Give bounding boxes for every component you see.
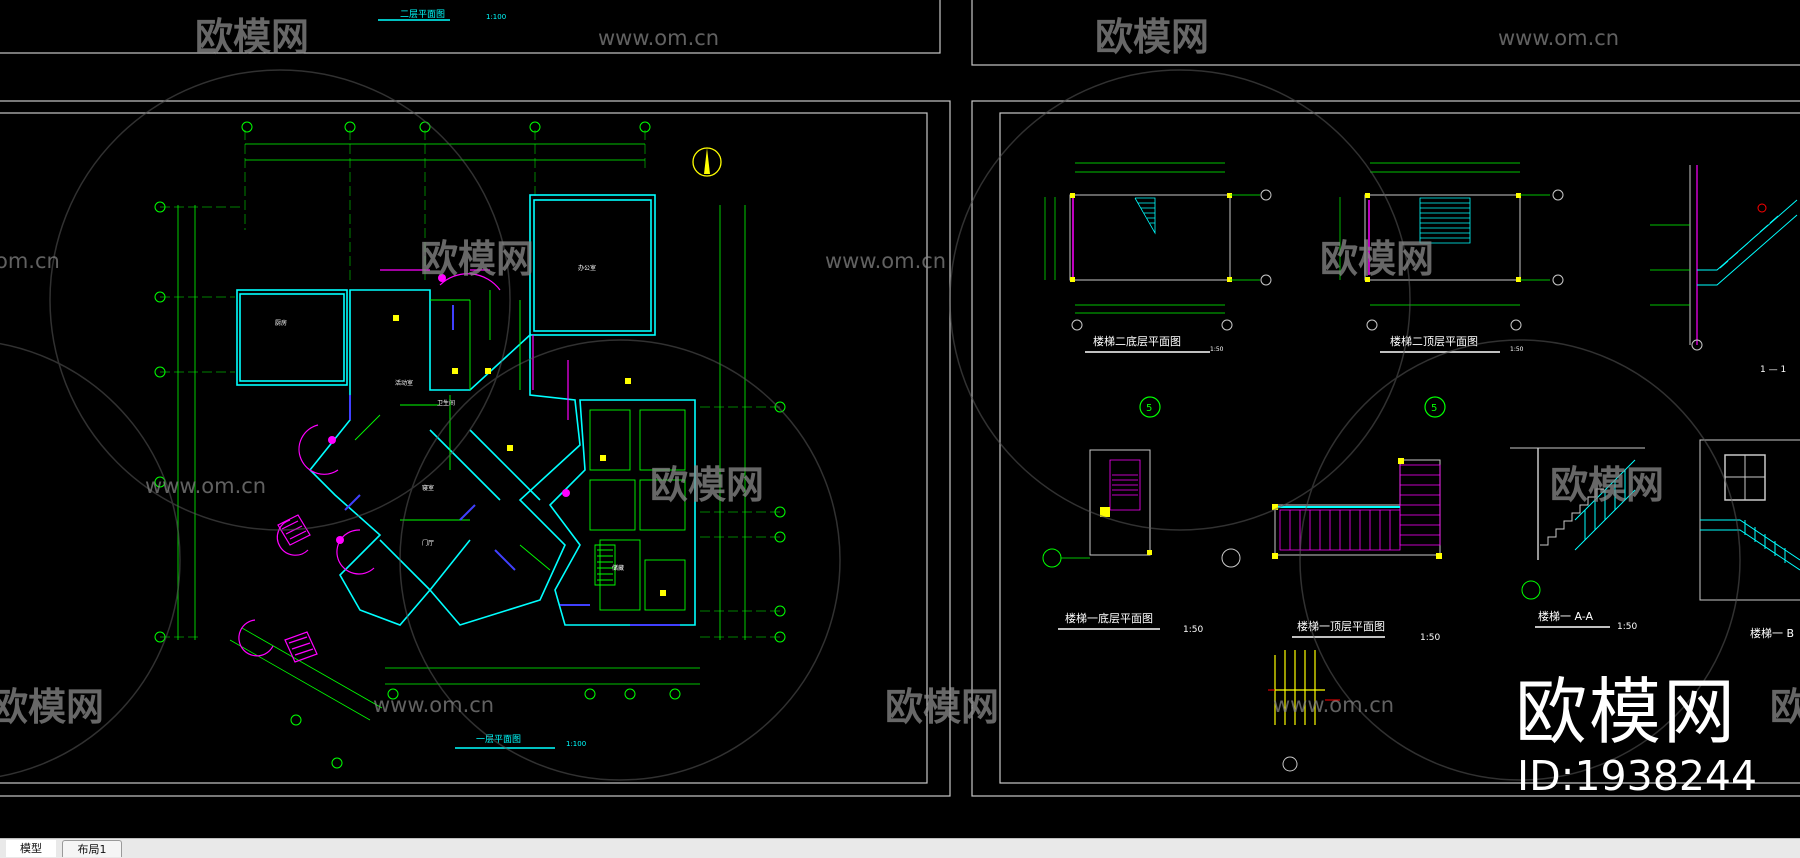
svg-text:欧模网: 欧模网 xyxy=(195,15,309,59)
cad-drawing-canvas[interactable]: 二层平面图 1:100 xyxy=(0,0,1800,838)
stair1-section-b: 楼梯一 B xyxy=(1699,439,1800,640)
sheet-frames xyxy=(0,0,1800,797)
svg-text:1:100: 1:100 xyxy=(486,13,506,21)
stair1-ground-plan: 5 楼梯一底层平面图 1:50 xyxy=(1042,396,1203,635)
section-1-1-title: 1 — 1 xyxy=(1760,365,1786,375)
frame-top-right xyxy=(971,0,1800,66)
svg-text:om.cn: om.cn xyxy=(0,249,60,273)
svg-text:www.om.cn: www.om.cn xyxy=(1498,26,1619,50)
cad-model-space[interactable]: 二层平面图 1:100 xyxy=(0,0,1800,838)
svg-text:1:50: 1:50 xyxy=(1183,625,1203,635)
stair1-top-plan: 5 楼梯一顶层平面图 1:50 xyxy=(1221,396,1446,643)
svg-text:1:50: 1:50 xyxy=(1510,346,1524,353)
tab-layout1[interactable]: 布局1 xyxy=(62,840,122,857)
stair2-ground-title: 楼梯二底层平面图 xyxy=(1093,334,1181,348)
svg-text:www.om.cn: www.om.cn xyxy=(825,249,946,273)
main-plan-scale: 1:100 xyxy=(566,740,586,748)
stair1-section-aa: 楼梯一 A-A 1:50 xyxy=(1510,447,1645,632)
svg-text:厨房: 厨房 xyxy=(275,319,287,327)
main-plan-title: 一层平面图 xyxy=(476,734,521,745)
plan-column-marks xyxy=(393,315,666,596)
plan-exterior-stairs xyxy=(238,269,569,663)
brand-logo-text: 欧模网 xyxy=(1515,670,1738,754)
svg-text:寝室: 寝室 xyxy=(422,484,434,492)
svg-text:欧模网: 欧模网 xyxy=(1320,237,1434,281)
plan-room-labels: 厨房 活动室 寝室 卫生间 办公室 门厅 储藏 xyxy=(275,264,624,572)
svg-text:活动室: 活动室 xyxy=(395,379,413,387)
svg-text:www.om.cn: www.om.cn xyxy=(598,26,719,50)
svg-text:www.om.cn: www.om.cn xyxy=(1273,693,1394,717)
svg-text:储藏: 储藏 xyxy=(612,564,624,572)
svg-text:欧模网: 欧模网 xyxy=(650,463,764,507)
section-1-1: 1 — 1 xyxy=(1650,165,1798,375)
svg-text:门厅: 门厅 xyxy=(422,539,434,547)
stair2-top-title: 楼梯二顶层平面图 xyxy=(1390,334,1478,348)
north-arrow-icon xyxy=(692,147,722,177)
svg-text:欧模网: 欧模网 xyxy=(1550,463,1664,507)
svg-text:1:50: 1:50 xyxy=(1210,346,1224,353)
plan-windows xyxy=(344,305,680,626)
stair1-ground-title: 楼梯一底层平面图 xyxy=(1065,611,1153,625)
stair1-b-title: 楼梯一 B xyxy=(1750,626,1794,640)
svg-text:5: 5 xyxy=(1146,403,1152,414)
watermark-layer: 欧模网 欧模网 欧模网 欧模网 欧模网 欧模网 欧模网 欧模网 欧模网 www.… xyxy=(0,15,1800,781)
grid-bubbles xyxy=(154,121,786,769)
stair2-ground-plan: 楼梯二底层平面图 1:50 xyxy=(1044,162,1272,353)
svg-text:www.om.cn: www.om.cn xyxy=(145,474,266,498)
svg-text:1:50: 1:50 xyxy=(1617,622,1637,632)
svg-text:www.om.cn: www.om.cn xyxy=(373,693,494,717)
plan-partitions xyxy=(354,290,686,611)
stair1-aa-title: 楼梯一 A-A xyxy=(1538,609,1594,623)
plan-walls xyxy=(236,194,696,626)
top-left-title-block: 二层平面图 1:100 xyxy=(378,9,506,21)
ground-floor-plan[interactable]: 厨房 活动室 寝室 卫生间 办公室 门厅 储藏 一层平面图 1:100 xyxy=(154,121,786,769)
svg-text:欧模网: 欧模网 xyxy=(420,237,534,281)
stair1-top-title: 楼梯一顶层平面图 xyxy=(1297,619,1385,633)
stair2-top-plan: 楼梯二顶层平面图 1:50 xyxy=(1339,162,1564,353)
top-left-title: 二层平面图 xyxy=(400,9,445,20)
layout-tab-bar: 模型 布局1 xyxy=(0,838,1800,858)
frame-top-left xyxy=(0,0,941,54)
svg-text:欧模网: 欧模网 xyxy=(0,685,104,729)
svg-text:卫生间: 卫生间 xyxy=(437,399,455,407)
stair-detail-sheet[interactable]: 楼梯二底层平面图 1:50 楼梯二顶层平面图 1:50 xyxy=(1042,162,1800,772)
svg-text:5: 5 xyxy=(1431,403,1437,414)
railing-detail xyxy=(1268,650,1340,772)
svg-text:1:50: 1:50 xyxy=(1420,633,1440,643)
svg-text:欧模网: 欧模网 xyxy=(885,685,999,729)
brand-id-text: ID:1938244 xyxy=(1517,752,1758,800)
svg-text:欧模网: 欧模网 xyxy=(1770,685,1800,729)
tab-model[interactable]: 模型 xyxy=(6,840,56,857)
svg-text:欧模网: 欧模网 xyxy=(1095,15,1209,59)
plan-fixtures xyxy=(328,274,570,544)
svg-text:办公室: 办公室 xyxy=(578,264,596,272)
dimension-lines xyxy=(177,143,746,721)
